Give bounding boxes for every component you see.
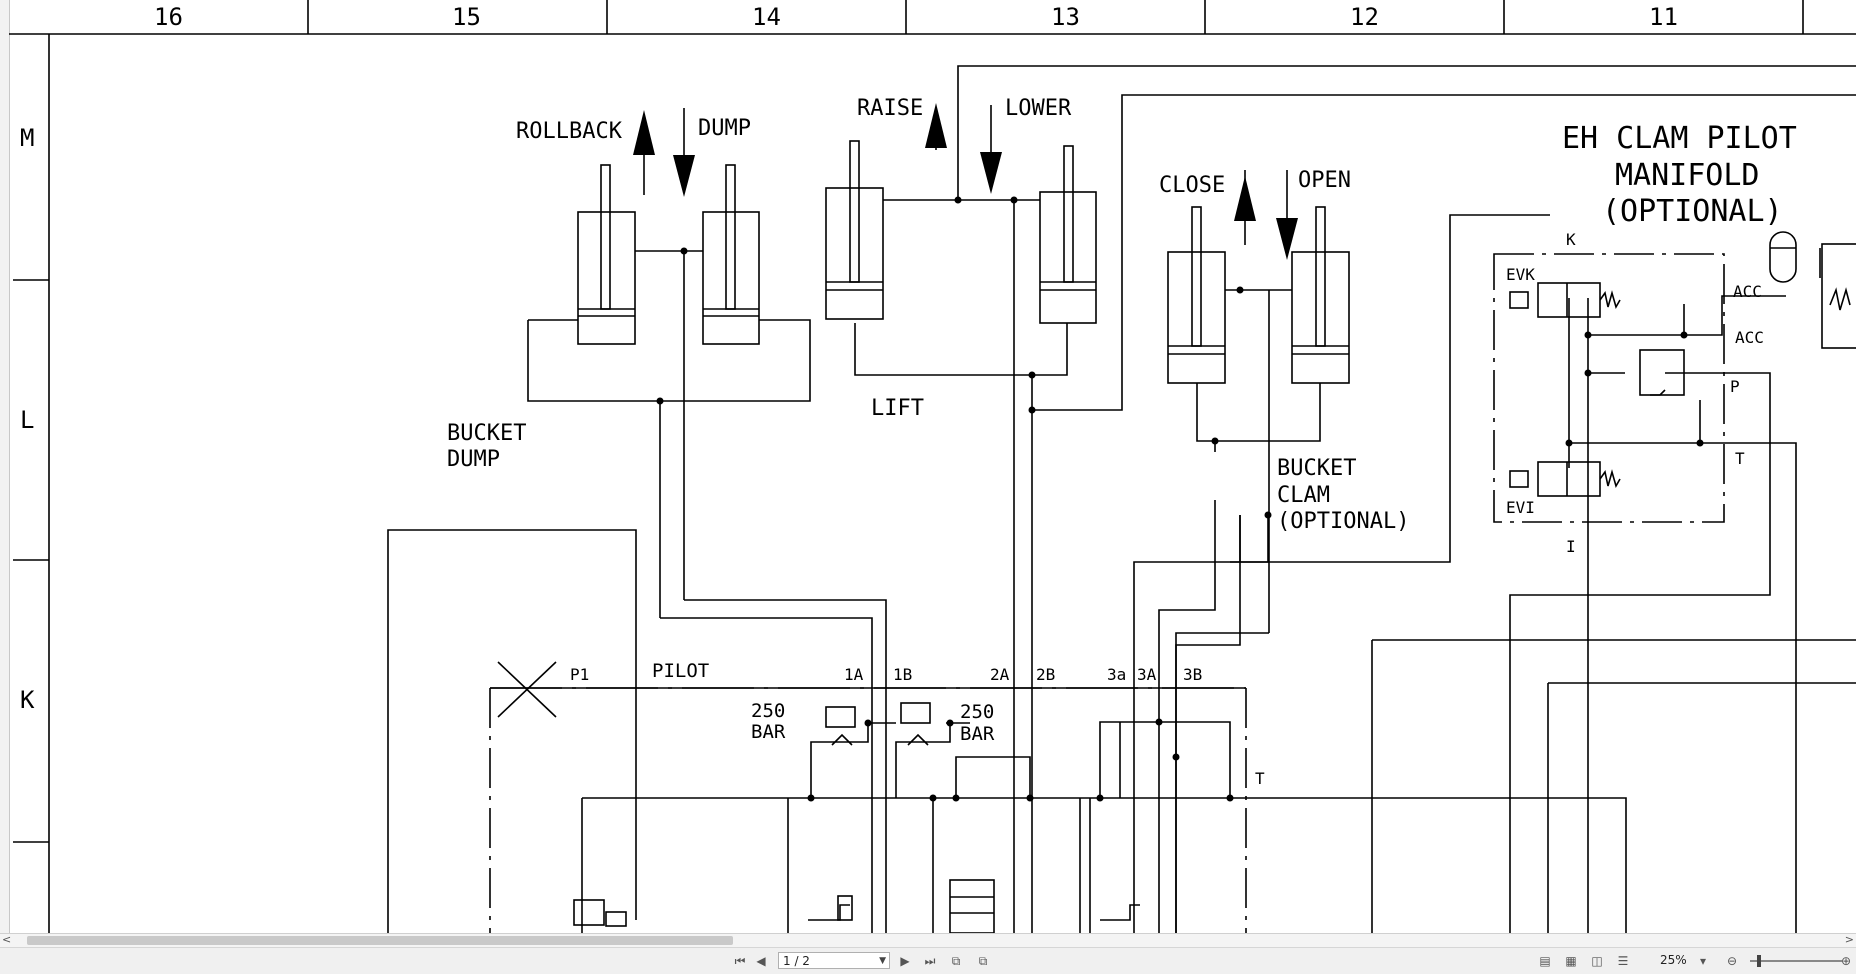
label-relief2-value: 250	[960, 701, 994, 723]
zoom-in-icon[interactable]: ⊕	[1840, 954, 1852, 968]
label-port-3a-lower: 3a	[1107, 665, 1126, 684]
label-eh-clam-1: EH CLAM PILOT	[1562, 121, 1797, 156]
label-k: K	[1566, 230, 1576, 249]
document-viewport[interactable]: 16 15 14 13 12 11 M L K ROLLBACK DUMP RA…	[0, 0, 1856, 933]
grid-col-16: 16	[154, 3, 183, 31]
label-bucket-dump-1: BUCKET	[447, 421, 526, 446]
zoom-out-icon[interactable]: ⊖	[1726, 954, 1738, 968]
left-gutter	[0, 0, 10, 933]
grid-col-14: 14	[752, 3, 781, 31]
zoom-slider-thumb[interactable]	[1757, 955, 1761, 967]
label-raise: RAISE	[857, 96, 923, 121]
chevron-down-icon[interactable]: ▼	[879, 956, 886, 966]
label-open: OPEN	[1298, 168, 1351, 193]
label-p1: P1	[570, 665, 589, 684]
grid-row-m: M	[20, 124, 34, 152]
label-eh-clam-3: (OPTIONAL)	[1602, 194, 1783, 229]
label-relief1-unit: BAR	[751, 721, 786, 743]
label-port-2a: 2A	[990, 665, 1010, 684]
label-acc-2: ACC	[1735, 328, 1764, 347]
label-port-1b: 1B	[893, 665, 912, 684]
last-page-icon[interactable]: ⏭	[924, 954, 936, 968]
zoom-slider[interactable]	[1750, 960, 1842, 962]
page-indicator: 1 / 2	[783, 954, 810, 968]
first-page-icon[interactable]: ⏮	[734, 954, 746, 968]
label-close: CLOSE	[1159, 173, 1225, 198]
zoom-level[interactable]: 25%	[1660, 953, 1687, 967]
horizontal-scrollbar[interactable]: < >	[0, 933, 1856, 947]
paste-page-icon[interactable]: ⧉	[978, 954, 988, 968]
label-bucket-clam-2: CLAM	[1277, 483, 1330, 508]
label-acc: ACC	[1733, 282, 1762, 301]
grid-col-15: 15	[452, 3, 481, 31]
grid-col-12: 12	[1350, 3, 1379, 31]
label-eh-clam-2: MANIFOLD	[1615, 158, 1760, 193]
label-t-valve: T	[1255, 769, 1265, 788]
label-rollback: ROLLBACK	[516, 119, 623, 144]
label-dump: DUMP	[698, 116, 751, 141]
grid-row-k: K	[20, 686, 35, 714]
viewer-status-bar: ⏮ ◀ 1 / 2 ▼ ▶ ⏭ ⧉ ⧉ ▤ ▦ ◫ ☰ 25% ▾ ⊖ ⊕	[0, 947, 1856, 974]
grid-col-13: 13	[1051, 3, 1080, 31]
scroll-left-icon[interactable]: <	[2, 933, 12, 946]
grid-col-11: 11	[1649, 3, 1678, 31]
page-number-field[interactable]: 1 / 2 ▼	[778, 952, 890, 969]
label-bucket-dump-2: DUMP	[447, 447, 500, 472]
copy-page-icon[interactable]: ⧉	[951, 954, 961, 968]
label-relief1-value: 250	[751, 700, 785, 722]
label-lower: LOWER	[1005, 96, 1072, 121]
label-port-1a: 1A	[844, 665, 864, 684]
next-page-icon[interactable]: ▶	[900, 954, 910, 968]
previous-page-icon[interactable]: ◀	[756, 954, 766, 968]
label-port-3b: 3B	[1183, 665, 1202, 684]
two-page-view-icon[interactable]: ◫	[1591, 954, 1603, 968]
label-relief2-unit: BAR	[960, 723, 995, 745]
label-bucket-clam-3: (OPTIONAL)	[1277, 509, 1409, 534]
zoom-dropdown-icon[interactable]: ▾	[1699, 954, 1707, 968]
label-port-2b: 2B	[1036, 665, 1055, 684]
grid-row-l: L	[20, 406, 34, 434]
label-lift: LIFT	[871, 396, 924, 421]
scrollbar-thumb[interactable]	[27, 936, 733, 945]
book-view-icon[interactable]: ☰	[1617, 954, 1629, 968]
scroll-right-icon[interactable]: >	[1844, 933, 1854, 946]
label-evi: EVI	[1506, 498, 1535, 517]
continuous-view-icon[interactable]: ▦	[1565, 954, 1577, 968]
label-port-3a: 3A	[1137, 665, 1157, 684]
hydraulic-schematic: 16 15 14 13 12 11 M L K ROLLBACK DUMP RA…	[9, 0, 1856, 933]
label-t-right: T	[1735, 449, 1745, 468]
label-p: P	[1730, 377, 1740, 396]
label-bucket-clam-1: BUCKET	[1277, 456, 1356, 481]
label-pilot: PILOT	[652, 660, 709, 682]
label-evk: EVK	[1506, 265, 1535, 284]
label-i: I	[1566, 537, 1576, 556]
single-page-view-icon[interactable]: ▤	[1539, 954, 1551, 968]
